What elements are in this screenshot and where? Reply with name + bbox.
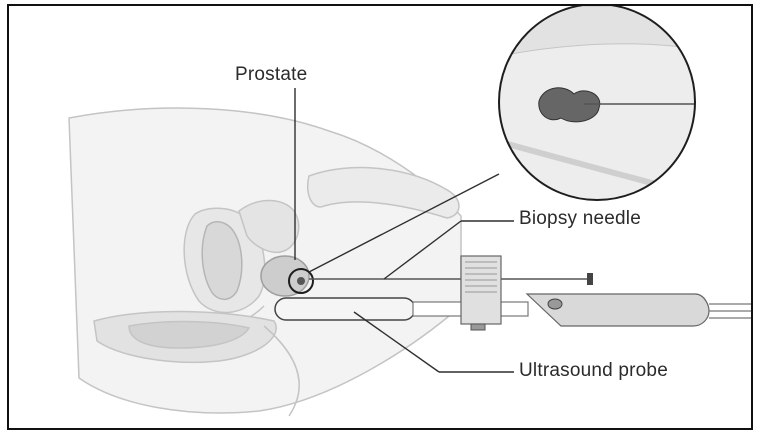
- prostate-label: Prostate: [235, 64, 307, 86]
- probe-tip: [275, 298, 415, 320]
- prostate-lesion: [297, 277, 305, 285]
- magnified-inset: [459, 6, 709, 200]
- ultrasound-probe-label: Ultrasound probe: [519, 360, 668, 382]
- probe-handle-button: [548, 299, 562, 309]
- pelvis-anatomy: [69, 108, 461, 416]
- prostate-gland: [261, 256, 309, 296]
- needle-hub: [587, 273, 593, 285]
- needle-guide: [461, 256, 501, 330]
- probe-cable: [709, 304, 753, 318]
- biopsy-needle-label: Biopsy needle: [519, 208, 641, 230]
- needle-guide-screw: [471, 324, 485, 330]
- needle-guide-block: [461, 256, 501, 324]
- inset-lesion: [539, 88, 600, 122]
- diagram-frame: Prostate Biopsy needle Ultrasound probe: [7, 4, 753, 430]
